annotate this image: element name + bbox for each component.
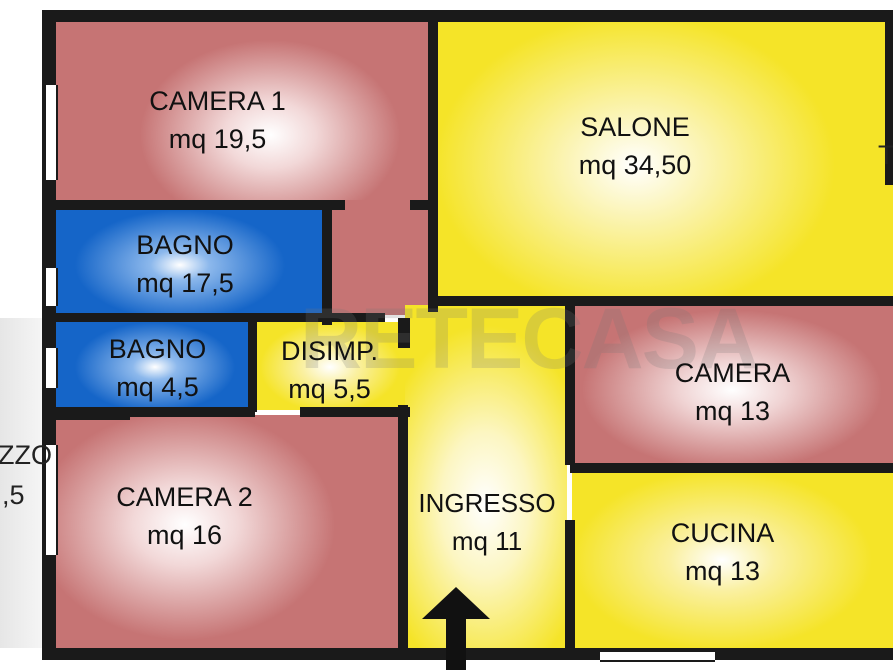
room-name: BAGNO: [136, 230, 234, 260]
wall-ingresso-left: [398, 405, 408, 650]
room-area: mq 4,5: [116, 372, 199, 402]
room-area: mq 13: [694, 396, 771, 426]
wall-bagno2-bottom: [55, 407, 255, 417]
room-disimpegno: [255, 322, 405, 410]
room-name: DISIMP.: [280, 336, 379, 366]
label-camera: CAMERA mq 13: [640, 354, 825, 430]
wall-camera1-bagno: [55, 200, 345, 210]
room-bagno-2: [55, 322, 250, 407]
wall-disimp-stub: [398, 318, 410, 348]
wall-disimp-bottom: [300, 407, 410, 417]
wall-bagno1-right: [322, 205, 332, 325]
room-area: mq 16: [146, 520, 223, 550]
room-name: CAMERA 1: [149, 86, 286, 116]
room-area: mq 13: [684, 556, 761, 586]
room-camera: [572, 305, 893, 465]
window-camera-2: [44, 445, 58, 555]
window-camera-1: [44, 85, 58, 180]
label-salone: SALONE mq 34,50: [545, 108, 725, 184]
room-bagno-1: [55, 210, 325, 315]
room-area: mq 5,5: [288, 374, 371, 404]
room-camera-1-corridor: [330, 200, 430, 315]
wall-camera-cucina: [570, 463, 893, 473]
label-camera-1: CAMERA 1 mq 19,5: [125, 82, 310, 158]
wall-bagno1-bagno2: [55, 313, 385, 322]
label-disimpegno: DISIMP. mq 5,5: [262, 332, 397, 408]
wall-ingresso-right-low: [565, 520, 575, 650]
room-area: mq 17,5: [136, 268, 234, 298]
label-bagno-2: BAGNO mq 4,5: [85, 330, 230, 406]
room-name: CAMERA: [674, 358, 791, 388]
label-ingresso: INGRESSO mq 11: [412, 484, 562, 560]
watermark-logo: RETECASA: [300, 291, 759, 387]
wall-camera1-bagno-right: [410, 200, 430, 210]
cutoff-label-left-bottom: ,5: [2, 480, 25, 510]
wall-bagno2-right: [248, 320, 257, 412]
entrance-arrow-icon: [422, 587, 490, 670]
room-name: SALONE: [580, 112, 690, 142]
room-name: CAMERA 2: [116, 482, 253, 512]
room-name: BAGNO: [108, 334, 207, 364]
label-camera-2: CAMERA 2 mq 16: [92, 478, 277, 554]
wall-right-salone: [885, 20, 893, 185]
room-cucina: [572, 470, 893, 650]
wall-top: [42, 10, 893, 22]
window-bagno-2: [44, 348, 58, 388]
cutoff-label-left-top: ZZO: [0, 440, 52, 470]
room-salone: [435, 20, 893, 300]
wall-camera1-salone: [428, 20, 438, 312]
room-area: mq 19,5: [168, 124, 267, 154]
wall-salone-bottom: [437, 296, 893, 306]
wall-camera2-top-left: [55, 410, 130, 420]
wall-ingresso-right: [565, 300, 575, 465]
exterior-left-strip: [0, 318, 45, 648]
room-name: CUCINA: [670, 518, 775, 548]
window-cucina: [600, 650, 715, 662]
room-ingresso: [405, 305, 567, 650]
window-bagno-1: [44, 268, 58, 306]
label-bagno-1: BAGNO mq 17,5: [105, 226, 265, 302]
label-cucina: CUCINA mq 13: [640, 514, 805, 590]
cutoff-label-right: T: [878, 140, 893, 170]
room-camera-1: [55, 20, 430, 205]
room-camera-2: [55, 415, 405, 650]
room-name: INGRESSO: [418, 488, 556, 518]
room-area: mq 11: [451, 526, 523, 556]
room-area: mq 34,50: [578, 150, 692, 180]
